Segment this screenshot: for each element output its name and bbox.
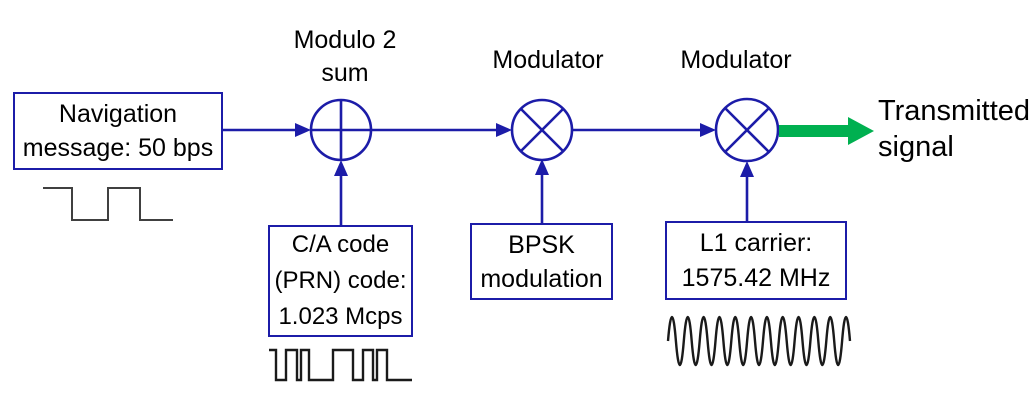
l1-carrier-line1: L1 carrier: (699, 228, 813, 257)
transmitted-signal-label: Transmitted signal (878, 93, 1030, 165)
transmitted-signal-arrow (779, 117, 874, 145)
modulator1-label: Modulator (492, 46, 604, 74)
modulo2-sum-label-line2: sum (321, 59, 369, 87)
ca-code-line1: C/A code (291, 231, 390, 258)
multiply-icon (724, 107, 770, 153)
arrowhead-adder-to-modulator1 (496, 123, 512, 137)
plus-icon (311, 100, 371, 160)
multiply-icon (520, 108, 564, 152)
bpsk-line1: BPSK (508, 230, 575, 259)
ca-code-line2: (PRN) code: (274, 267, 407, 294)
l1-carrier-line2: 1575.42 MHz (681, 263, 831, 292)
navigation-data-waveform (43, 187, 173, 221)
ca-code-line3: 1.023 Mcps (278, 303, 403, 330)
l1-carrier-box: L1 carrier: 1575.42 MHz (665, 221, 847, 300)
bpsk-modulation-box: BPSK modulation (470, 223, 613, 300)
arrowhead-l1-to-modulator2 (740, 161, 754, 177)
navigation-message-line1: Navigation (58, 100, 178, 128)
bpsk-line2: modulation (480, 264, 603, 293)
navigation-message-box: Navigation message: 50 bps (13, 92, 223, 170)
transmitted-signal-line1: Transmitted (878, 95, 1031, 127)
arrowhead-modulator1-to-modulator2 (700, 123, 716, 137)
transmitted-signal-line2: signal (878, 131, 954, 163)
modulo2-sum-label: Modulo 2 sum (265, 24, 425, 90)
arrowhead-bpsk-to-modulator1 (535, 159, 549, 175)
modulator2-label: Modulator (680, 46, 792, 74)
ca-code-box: C/A code (PRN) code: 1.023 Mcps (268, 225, 413, 337)
navigation-message-line2: message: 50 bps (22, 134, 214, 162)
modulo2-sum-label-line1: Modulo 2 (293, 26, 397, 54)
arrowhead-ca-to-adder (334, 160, 348, 176)
carrier-sine-waveform (666, 316, 852, 366)
prn-code-waveform (269, 348, 412, 382)
arrowhead-nav-to-adder (295, 123, 311, 137)
